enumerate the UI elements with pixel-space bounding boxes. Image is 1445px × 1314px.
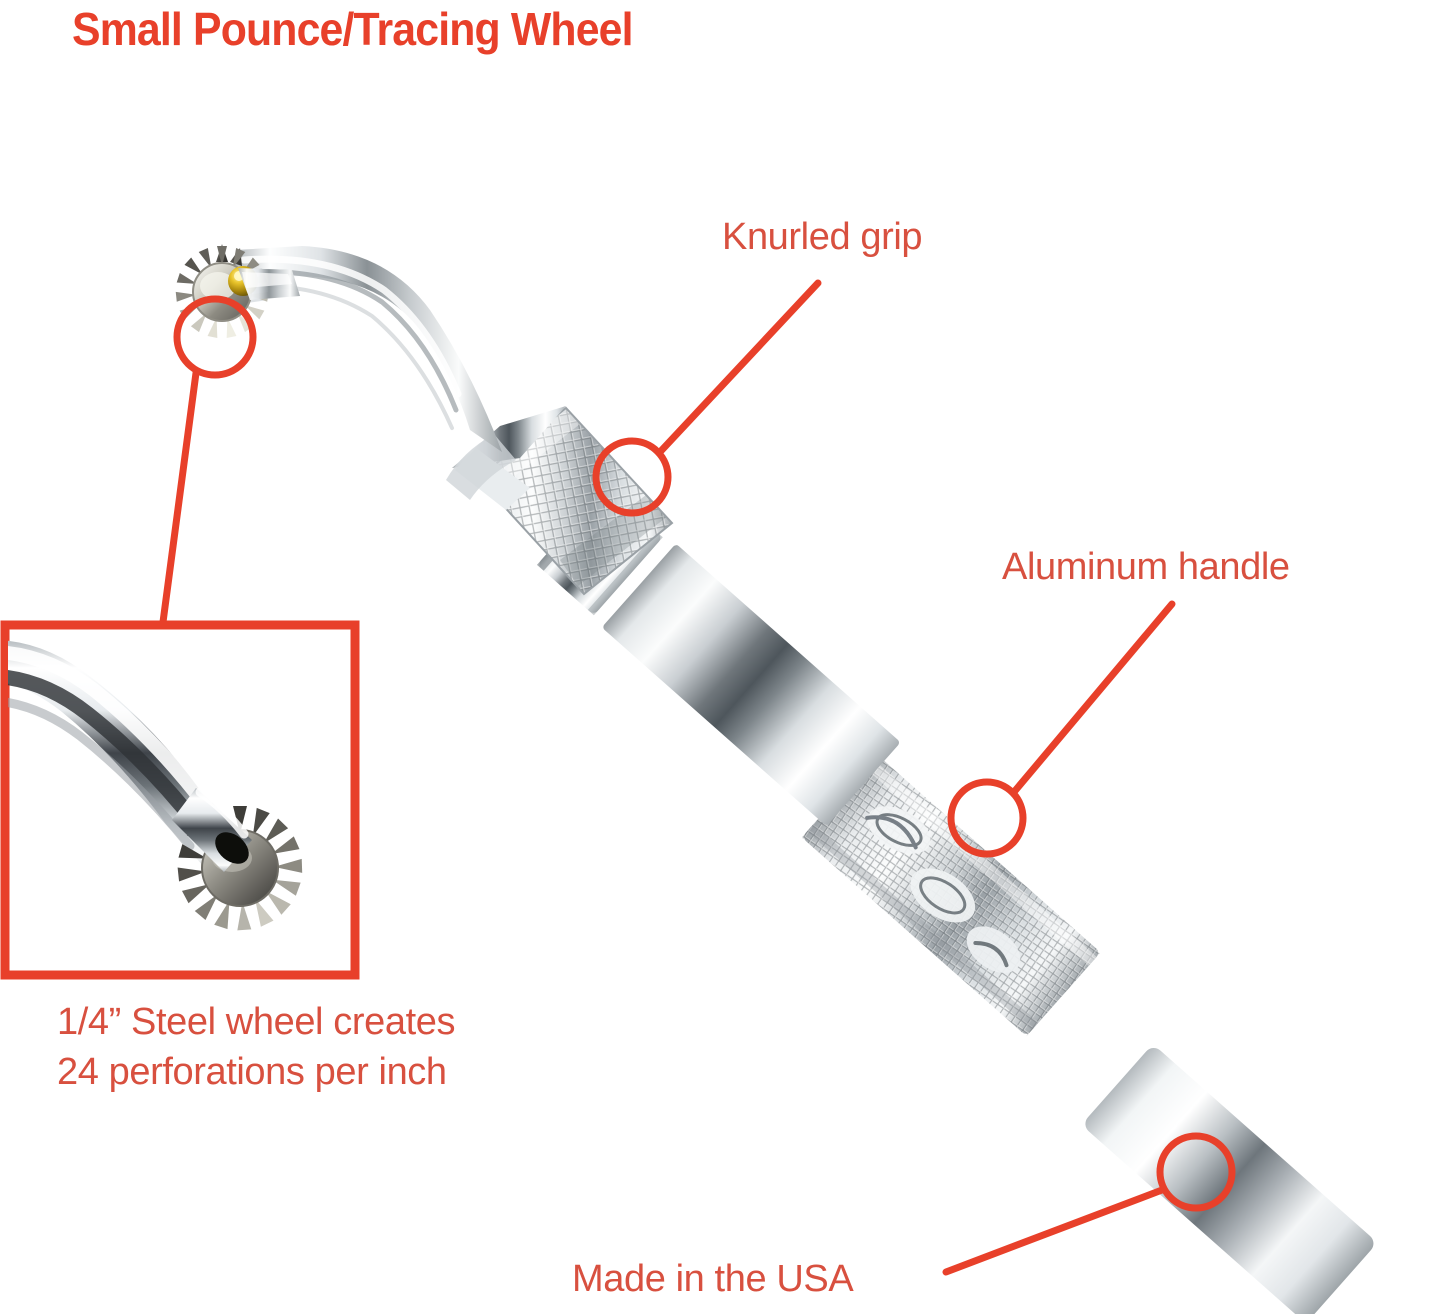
callout-label-made-in-usa: Made in the USA	[572, 1258, 854, 1300]
inset-caption-line-2: 24 perforations per inch	[57, 1051, 447, 1093]
chuck-collet	[446, 406, 566, 510]
callout-circle-made-in-usa[interactable]	[1156, 1132, 1236, 1212]
callout-leader-knurled-grip	[656, 279, 822, 456]
callout-leader-wheel	[159, 369, 200, 626]
callout-leader-made-in-usa	[942, 1186, 1166, 1276]
inset-caption: 1/4” Steel wheel creates 24 perforations…	[57, 997, 455, 1097]
callout-label-knurled-grip: Knurled grip	[722, 216, 923, 258]
inset-content	[8, 640, 303, 931]
handle-barrel	[603, 545, 899, 825]
callout-circle-aluminum-handle[interactable]	[947, 778, 1027, 858]
page-title: Small Pounce/Tracing Wheel	[72, 3, 634, 55]
callout-circle-knurled-grip[interactable]	[592, 437, 672, 517]
embossed-logo	[865, 806, 1021, 973]
callout-leader-aluminum-handle	[1010, 600, 1176, 796]
inset-caption-line-1: 1/4” Steel wheel creates	[57, 1001, 456, 1043]
callout-label-aluminum-handle: Aluminum handle	[1002, 546, 1290, 588]
callout-circle-wheel[interactable]	[173, 295, 257, 379]
